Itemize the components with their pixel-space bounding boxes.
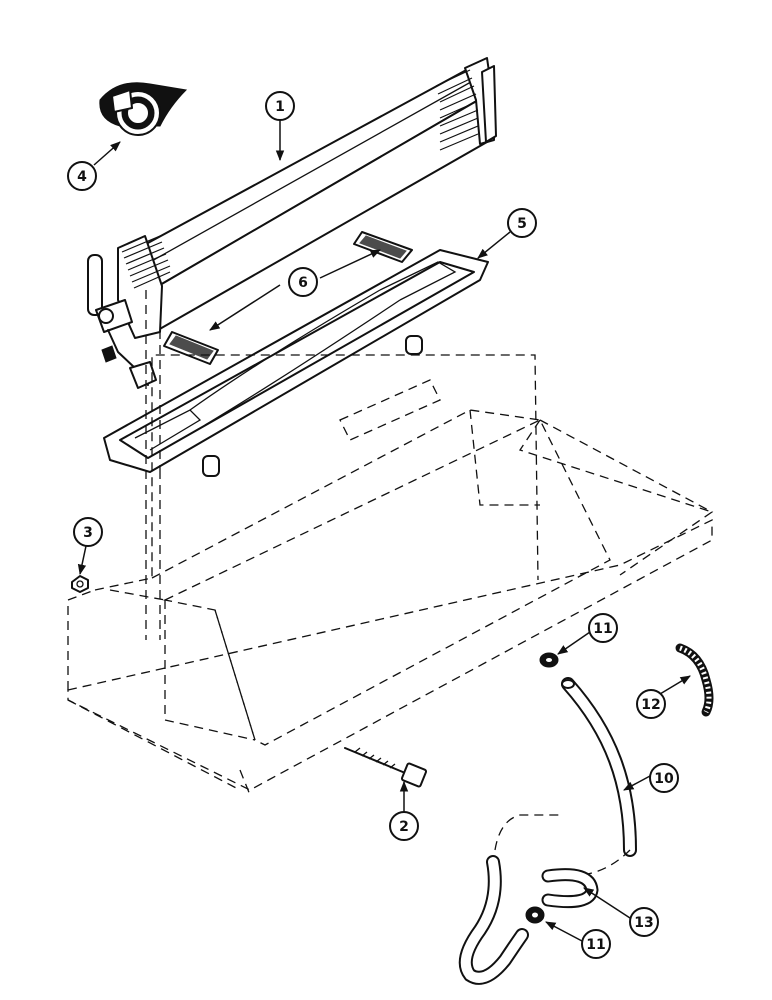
drain-hose (561, 677, 637, 857)
s-drain-hose (458, 855, 529, 985)
insulation-tape-roll (99, 82, 188, 136)
heater-core (87, 57, 497, 389)
hose-clamp-lower (525, 906, 545, 924)
heater-housing (67, 354, 714, 796)
bolt (344, 747, 428, 788)
callout-5-label: 5 (517, 216, 527, 232)
callout-2-label: 2 (399, 819, 409, 835)
callout-11-lower: 11 (581, 929, 611, 959)
callout-3-label: 3 (83, 525, 93, 541)
callout-12: 12 (636, 689, 666, 719)
callout-6: 6 (288, 267, 318, 297)
callout-10: 10 (649, 763, 679, 793)
hex-nut (71, 575, 89, 593)
callout-13-label: 13 (634, 915, 653, 931)
seal-strip-lower (163, 331, 219, 365)
callout-11-upper: 11 (588, 613, 618, 643)
heater-core-fins-right (435, 69, 479, 151)
callout-13: 13 (629, 907, 659, 937)
callout-2: 2 (389, 811, 419, 841)
drain-pan (103, 249, 489, 477)
callout-4-label: 4 (77, 169, 87, 185)
hose-clamp-upper (539, 652, 559, 668)
leader-lines (77, 120, 691, 942)
corrugated-hose (675, 643, 714, 717)
callout-5: 5 (507, 208, 537, 238)
callout-12-label: 12 (641, 697, 660, 713)
callout-3: 3 (73, 517, 103, 547)
callout-4: 4 (67, 161, 97, 191)
heater-core-fins-left (121, 235, 171, 289)
callout-1: 1 (265, 91, 295, 121)
callout-11-lower-label: 11 (586, 937, 605, 953)
callout-1-label: 1 (275, 99, 285, 115)
callout-10-label: 10 (654, 771, 674, 787)
callout-6-label: 6 (298, 275, 308, 291)
callout-11-upper-label: 11 (593, 621, 612, 637)
seal-strip-upper (353, 231, 413, 263)
